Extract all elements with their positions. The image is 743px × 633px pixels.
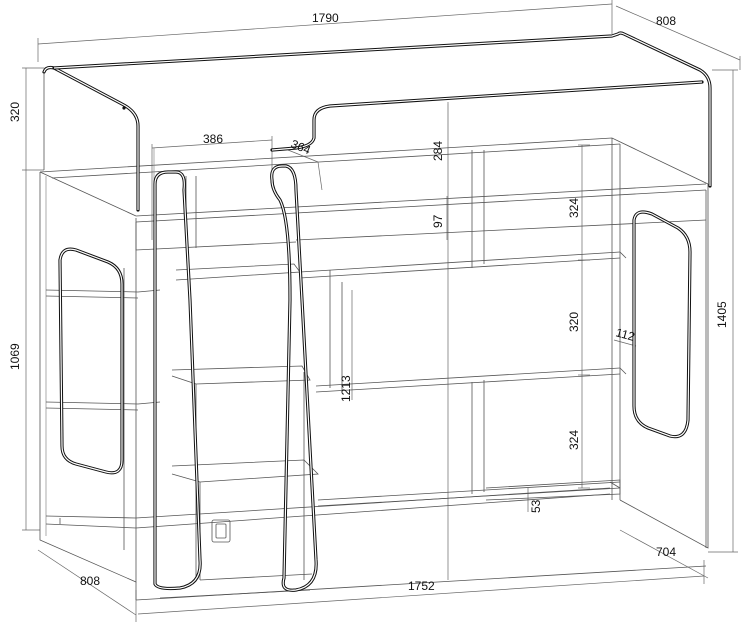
dim-guard-height: 320: [8, 102, 22, 122]
dim-shelf-height-upper: 324: [567, 198, 581, 218]
dimension-lines: [22, 0, 741, 622]
dim-side-depth: 112: [614, 325, 636, 344]
dim-base-depth-right: 704: [656, 545, 676, 559]
dim-left-height: 1069: [8, 343, 22, 370]
dim-top-depth: 808: [656, 14, 676, 28]
dimension-labels: 1790 808 320 386 364 284 324 97 320 112 …: [8, 11, 729, 593]
ladder: [153, 164, 319, 592]
dim-base-depth-left: 808: [80, 574, 100, 588]
dim-shelf-height-middle: 320: [567, 312, 581, 332]
dim-ladder-step-width: 364: [289, 137, 313, 158]
dim-ladder-offset: 386: [203, 132, 223, 146]
dim-top-width: 1790: [312, 11, 339, 25]
drawer-handle-icon: [211, 519, 231, 543]
dim-plinth-height: 53: [529, 499, 543, 513]
dim-shelf-height-lower: 324: [567, 430, 581, 450]
bed-frame: [39, 104, 709, 601]
dim-total-height: 1405: [715, 301, 729, 328]
guard-rails: [42, 31, 712, 475]
dim-guard-inner-height: 284: [431, 141, 445, 161]
dim-top-board-gap: 97: [431, 214, 445, 228]
dim-ladder-height: 1213: [339, 375, 353, 402]
dim-base-width: 1752: [408, 579, 435, 593]
